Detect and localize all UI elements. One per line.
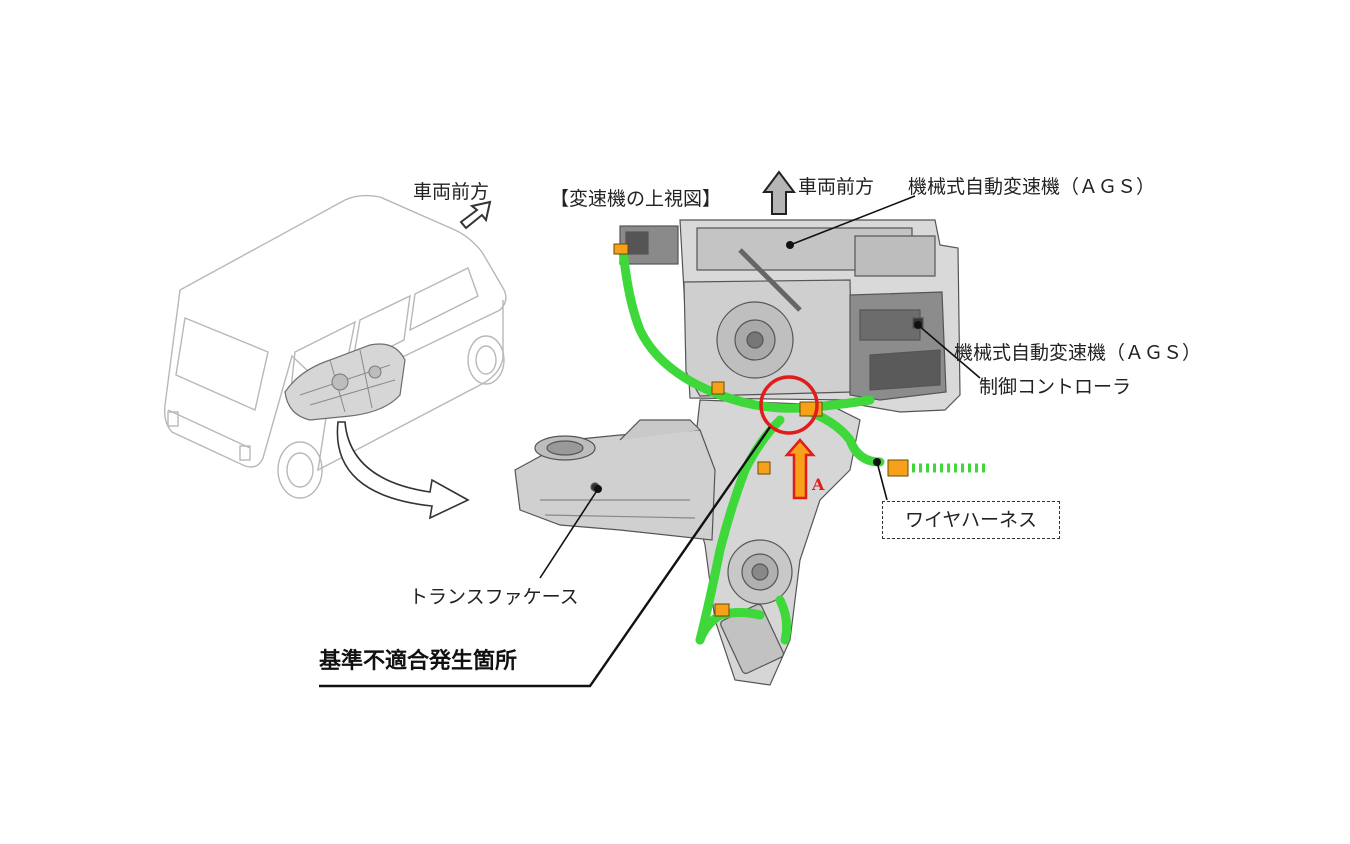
leader-defect (319, 426, 771, 688)
leader-transfer-case (539, 488, 599, 579)
vehicle-front-label-left: 車両前方 (413, 181, 490, 203)
transfer-case-label: トランスファケース (409, 586, 579, 608)
vehicle-front-label-center: 車両前方 (798, 176, 875, 198)
leader-dots (594, 241, 922, 493)
defect-highlight-circle (759, 375, 819, 435)
wire-harness-label: ワイヤハーネス (882, 501, 1061, 539)
van-transmission-thumbnail (284, 343, 406, 421)
leader-ags (789, 195, 916, 246)
defect-location-label: 基準不適合発生箇所 (319, 648, 518, 674)
vehicle-front-arrow-left (459, 200, 492, 230)
ags-controller-label-line2: 制御コントローラ (979, 376, 1132, 398)
van-illustration (163, 194, 507, 499)
zoom-curved-arrow (336, 421, 470, 520)
top-view-title: 【変速機の上視図】 (550, 188, 722, 210)
leader-ags-controller (917, 324, 981, 379)
leader-lines (319, 195, 981, 688)
view-a-marker: A (812, 475, 825, 494)
vehicle-front-arrow-center (762, 170, 796, 215)
ags-controller-label-line1: 機械式自動変速機（ＡＧＳ） (954, 342, 1202, 364)
ags-label: 機械式自動変速機（ＡＧＳ） (908, 176, 1156, 198)
view-a-arrow (784, 438, 816, 500)
leader-wire-harness (876, 461, 888, 501)
